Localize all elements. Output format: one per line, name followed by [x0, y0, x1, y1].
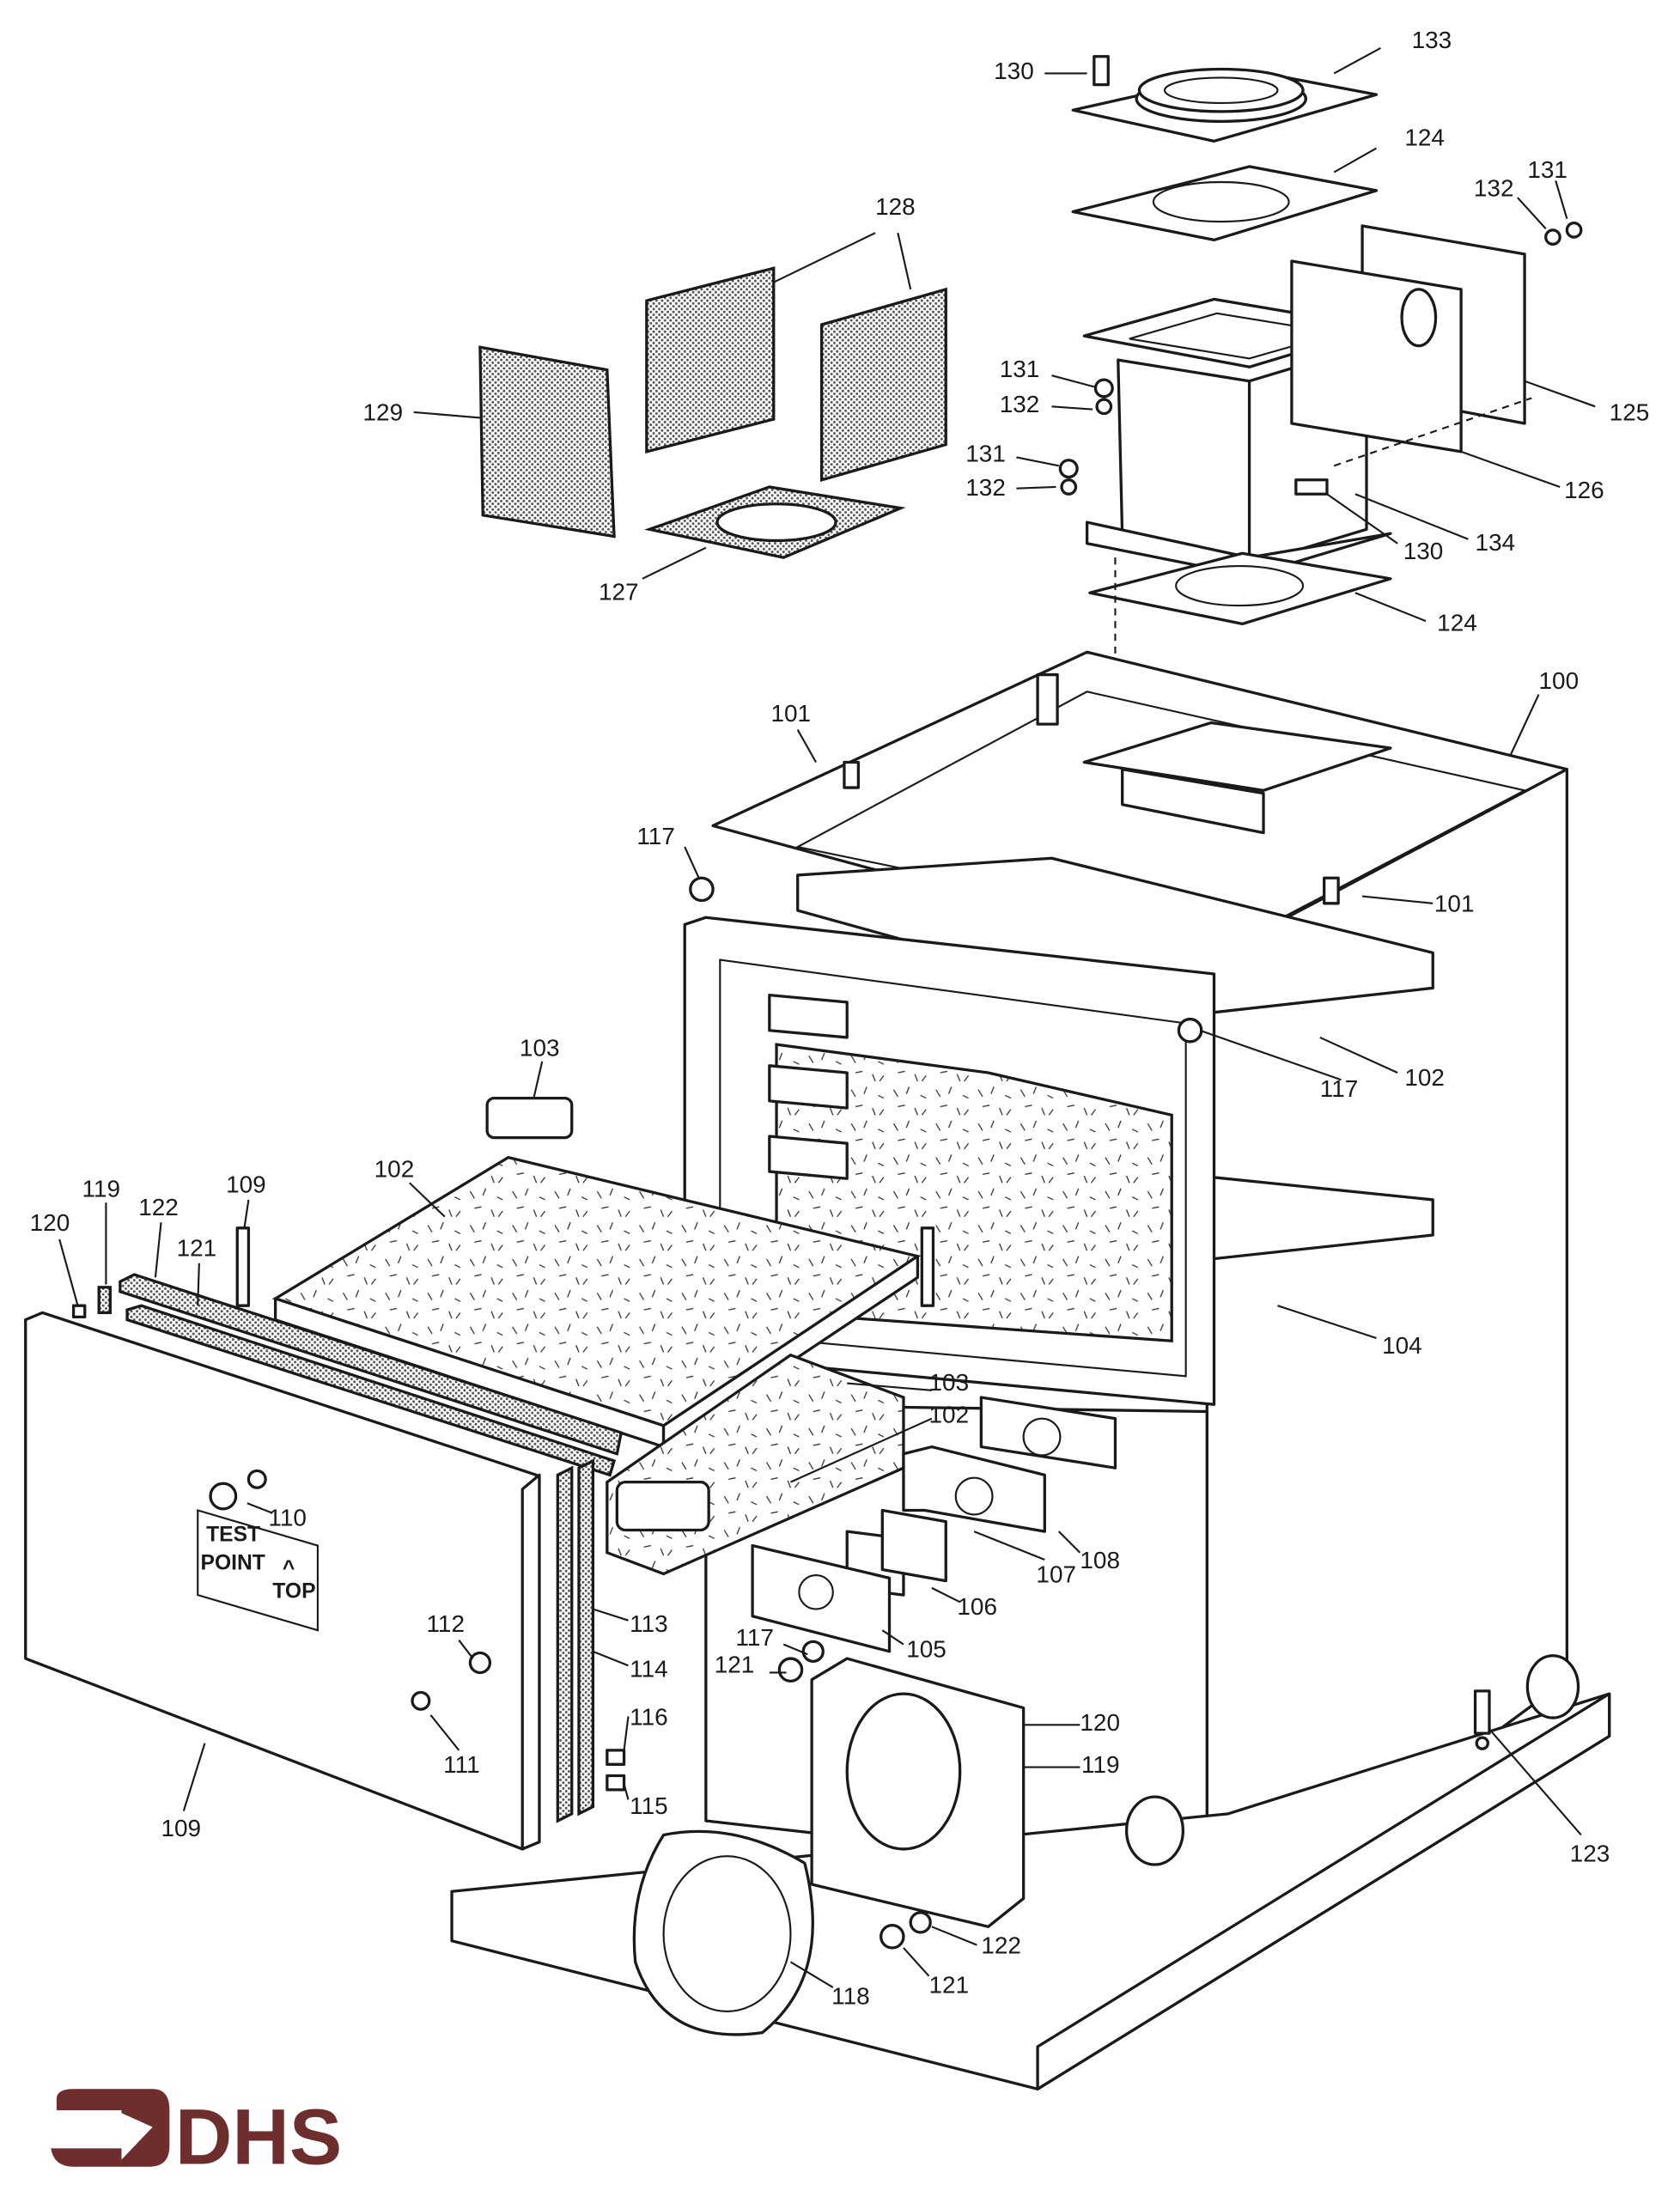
- callout-131: 131: [1000, 356, 1040, 382]
- port-plates: [751, 1396, 1117, 1950]
- callout-133: 133: [1412, 27, 1452, 53]
- callout-104: 104: [1382, 1332, 1422, 1359]
- callout-102: 102: [1404, 1064, 1445, 1091]
- callouts: 133 130 124 131 132 128 129 131 132 125 …: [30, 27, 1650, 2010]
- callout-115: 115: [630, 1792, 668, 1819]
- callout-107: 107: [1036, 1561, 1076, 1587]
- callout-122: 122: [138, 1194, 179, 1220]
- leader-lines: [58, 46, 1596, 1988]
- callout-120: 120: [1080, 1709, 1120, 1736]
- callout-105: 105: [906, 1635, 947, 1662]
- callout-127: 127: [599, 578, 639, 605]
- callout-132: 132: [1474, 174, 1514, 201]
- cabinet-body-100: [683, 650, 1569, 1901]
- clip-119: [97, 1286, 112, 1315]
- callout-102: 102: [929, 1402, 970, 1428]
- clip-116: [606, 1749, 626, 1766]
- gasket-118-opening: [662, 1855, 792, 2012]
- callout-129: 129: [363, 399, 404, 426]
- clip-109: [235, 1226, 251, 1307]
- callout-102: 102: [374, 1156, 415, 1183]
- gasket-strip-114: [577, 1458, 595, 1816]
- handle-103-lower: [615, 1480, 710, 1532]
- dhs-logo: DHS: [51, 2089, 342, 2181]
- gasket-strip-113: [556, 1465, 574, 1823]
- test-point-label-line2: POINT: [201, 1552, 265, 1575]
- gasket-118: [632, 1829, 814, 2036]
- handle-103: [485, 1096, 574, 1140]
- callout-121: 121: [177, 1235, 217, 1262]
- callout-122: 122: [981, 1932, 1021, 1959]
- gasket-strip-121: [119, 1273, 624, 1456]
- callout-121: 121: [715, 1651, 755, 1677]
- door-109: TEST POINT ^ TOP: [24, 1311, 541, 1851]
- callout-100: 100: [1539, 667, 1580, 694]
- callout-131: 131: [965, 440, 1006, 466]
- callout-111: 111: [443, 1751, 479, 1778]
- gasket-124-lower: [1088, 551, 1392, 626]
- callout-124: 124: [1437, 610, 1477, 636]
- callout-114: 114: [630, 1655, 668, 1682]
- callout-109: 109: [226, 1171, 266, 1198]
- callout-121: 121: [929, 1972, 970, 1999]
- side-flange-125-126: [1290, 224, 1526, 453]
- callout-130: 130: [994, 58, 1034, 84]
- callout-128: 128: [875, 193, 916, 220]
- callout-125: 125: [1610, 399, 1650, 426]
- clip-115: [606, 1774, 626, 1792]
- callout-124: 124: [1404, 124, 1445, 150]
- callout-101: 101: [770, 700, 811, 727]
- callout-106: 106: [957, 1593, 997, 1620]
- clip-109-shelf: [920, 1226, 935, 1307]
- insulation-panels: [478, 266, 947, 559]
- callout-113: 113: [630, 1610, 668, 1637]
- callout-132: 132: [965, 474, 1006, 501]
- callout-103: 103: [520, 1034, 560, 1061]
- callout-131: 131: [1527, 156, 1567, 183]
- dhs-logo-arrow-icon: [51, 2089, 170, 2167]
- top-flange-133: [1071, 55, 1379, 143]
- callout-109: 109: [161, 1815, 202, 1841]
- callout-118: 118: [831, 1983, 870, 2010]
- callout-120: 120: [30, 1209, 70, 1236]
- callout-123: 123: [1570, 1841, 1610, 1867]
- callout-119: 119: [82, 1176, 120, 1202]
- callout-110: 110: [268, 1505, 307, 1531]
- callout-117: 117: [636, 823, 675, 849]
- callout-112: 112: [426, 1610, 465, 1637]
- callout-126: 126: [1564, 477, 1604, 503]
- callout-130: 130: [1403, 538, 1444, 564]
- dhs-logo-text: DHS: [175, 2092, 342, 2181]
- test-point-label-line1: TEST: [206, 1524, 260, 1547]
- callout-119: 119: [1081, 1751, 1120, 1778]
- callout-117: 117: [735, 1624, 774, 1651]
- callout-116: 116: [630, 1703, 668, 1730]
- callout-134: 134: [1476, 529, 1516, 556]
- callout-101: 101: [1434, 891, 1475, 917]
- callout-108: 108: [1080, 1547, 1120, 1573]
- gasket-124-top: [1071, 165, 1379, 242]
- callout-117: 117: [1320, 1075, 1359, 1102]
- fasteners: [689, 222, 1583, 1750]
- callout-132: 132: [1000, 391, 1040, 417]
- top-arrow: ^: [283, 1557, 295, 1580]
- callout-103: 103: [929, 1369, 970, 1396]
- gasket-strip-122: [125, 1304, 617, 1477]
- top-label: TOP: [272, 1579, 315, 1603]
- clip-120: [71, 1304, 87, 1318]
